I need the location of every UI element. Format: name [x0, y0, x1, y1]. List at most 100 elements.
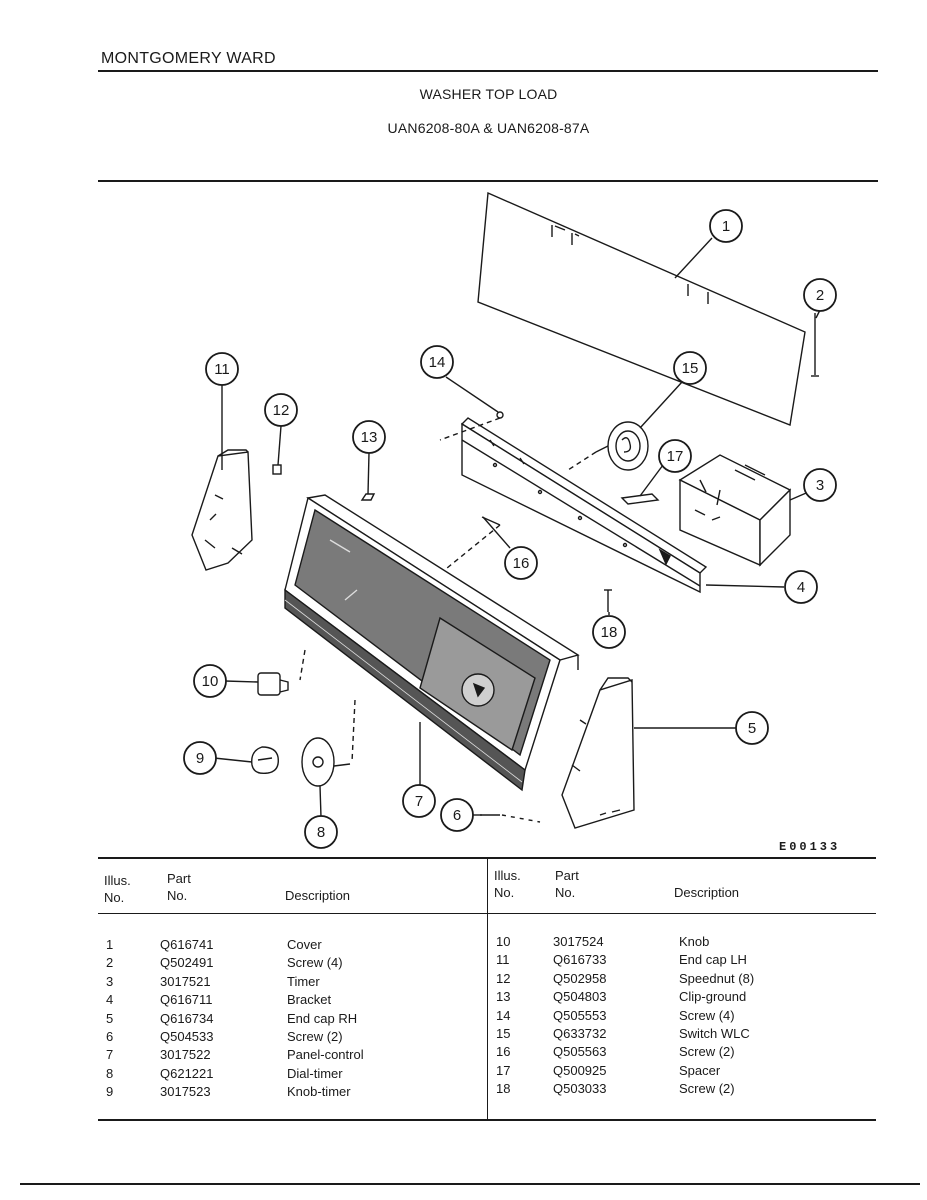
table-cell: 17	[496, 1062, 511, 1078]
table-cell: Screw (4)	[287, 955, 343, 971]
exploded-parts-diagram: 1 2 3 4 5 6 7 8 9 10 11 12 13 14 15 16 1…	[183, 191, 837, 849]
bracket-part	[460, 417, 708, 594]
table-cell: End cap LH	[679, 952, 747, 968]
callout-15: 15	[673, 351, 707, 385]
svg-text:9: 9	[196, 750, 204, 767]
left-description-column: Cover Screw (4) Timer Bracket End cap RH…	[287, 936, 364, 1102]
table-cell: 8	[106, 1065, 114, 1081]
right-illus-header: Illus.No.	[494, 868, 521, 900]
callout-16: 16	[504, 546, 538, 580]
svg-text:13: 13	[361, 429, 378, 446]
table-cell: 1	[106, 937, 114, 952]
right-part-column: 3017524 Q616733 Q502958 Q504803 Q505553 …	[553, 933, 607, 1099]
table-cell: Screw (4)	[679, 1007, 735, 1023]
table-cell: Switch WLC	[679, 1026, 750, 1042]
table-cell: Q616733	[553, 952, 607, 968]
table-cell: Q505553	[553, 1007, 607, 1023]
table-cell: Q616734	[160, 1010, 214, 1026]
svg-text:2: 2	[816, 287, 824, 304]
speednut-part	[272, 464, 282, 475]
callout-2: 2	[803, 278, 837, 312]
table-cell: Q616711	[160, 992, 213, 1008]
svg-text:8: 8	[317, 824, 325, 841]
screw-part-6	[480, 814, 541, 823]
right-description-header: Description	[674, 885, 740, 900]
table-cell: Q621221	[160, 1065, 214, 1081]
table-cell: 2	[106, 955, 114, 971]
table-bottom-rule	[98, 1119, 876, 1121]
callout-6: 6	[440, 798, 474, 832]
callout-14: 14	[420, 345, 454, 379]
table-cell: End cap RH	[287, 1010, 358, 1026]
knob-part	[257, 649, 306, 696]
table-cell: 16	[496, 1044, 511, 1060]
svg-text:17: 17	[667, 448, 684, 465]
callout-13: 13	[352, 420, 386, 454]
left-description-header: Description	[285, 888, 351, 903]
table-cell: Spacer	[679, 1062, 721, 1078]
switch-part	[567, 421, 649, 471]
table-cell: Screw (2)	[679, 1044, 735, 1060]
svg-text:14: 14	[429, 354, 446, 371]
table-cell: 6	[106, 1029, 114, 1045]
table-cell: 3017521	[160, 973, 211, 989]
dial-timer-part	[301, 699, 356, 787]
top-rule	[98, 70, 878, 72]
svg-text:12: 12	[273, 402, 290, 419]
table-cell: Q502958	[553, 970, 607, 986]
diagram-code: E00133	[779, 840, 841, 854]
timer-part	[678, 454, 792, 567]
table-cell: 13	[496, 989, 511, 1005]
header-rule	[98, 180, 878, 182]
table-cell: Q633732	[553, 1026, 607, 1042]
table-cell: Bracket	[287, 992, 332, 1008]
callout-17: 17	[658, 439, 692, 473]
callout-12: 12	[264, 393, 298, 427]
svg-text:10: 10	[202, 673, 219, 690]
svg-text:6: 6	[453, 807, 461, 824]
right-illus-column: 10 11 12 13 14 15 16 17 18	[496, 933, 510, 1099]
page-title: WASHER TOP LOAD	[419, 86, 558, 102]
page-bottom-rule	[20, 1183, 920, 1185]
knob-timer-part	[251, 746, 279, 775]
table-cell: 10	[496, 934, 511, 949]
svg-text:3: 3	[816, 477, 824, 494]
table-cell: 18	[496, 1081, 511, 1097]
callout-3: 3	[803, 468, 837, 502]
table-cell: Screw (2)	[287, 1029, 343, 1045]
callout-11: 11	[205, 352, 239, 386]
spacer-part	[620, 493, 660, 505]
table-cell: Panel-control	[287, 1047, 364, 1063]
screw-part-2	[811, 313, 819, 377]
svg-text:7: 7	[415, 793, 423, 810]
table-cell: Q503033	[553, 1081, 607, 1097]
table-cell: Knob-timer	[287, 1084, 351, 1100]
table-cell: Q504803	[553, 989, 607, 1005]
table-cell: Dial-timer	[287, 1065, 343, 1081]
callout-4: 4	[784, 570, 818, 604]
end-cap-lh-part	[191, 449, 253, 571]
left-illus-header: Illus.No.	[104, 873, 131, 905]
table-cell: 5	[106, 1010, 114, 1026]
left-part-column: Q616741 Q502491 3017521 Q616711 Q616734 …	[160, 936, 214, 1102]
callout-5: 5	[735, 711, 769, 745]
table-cell: 14	[496, 1007, 511, 1023]
table-cell: Q502491	[160, 955, 214, 971]
table-cell: Knob	[679, 934, 710, 949]
end-cap-rh-part	[561, 677, 635, 829]
control-panel-part	[284, 494, 580, 792]
cover-part	[477, 191, 806, 426]
table-cell: Timer	[287, 973, 320, 989]
table-cell: 3017522	[160, 1047, 211, 1063]
table-cell: 7	[106, 1047, 114, 1063]
svg-text:16: 16	[513, 555, 530, 572]
table-cell: Screw (2)	[679, 1081, 735, 1097]
svg-text:1: 1	[722, 218, 730, 235]
svg-text:15: 15	[682, 360, 699, 377]
table-cell: 4	[106, 992, 114, 1008]
clip-ground-part	[360, 493, 376, 501]
table-cell: Clip-ground	[679, 989, 747, 1005]
table-cell: Q505563	[553, 1044, 607, 1060]
